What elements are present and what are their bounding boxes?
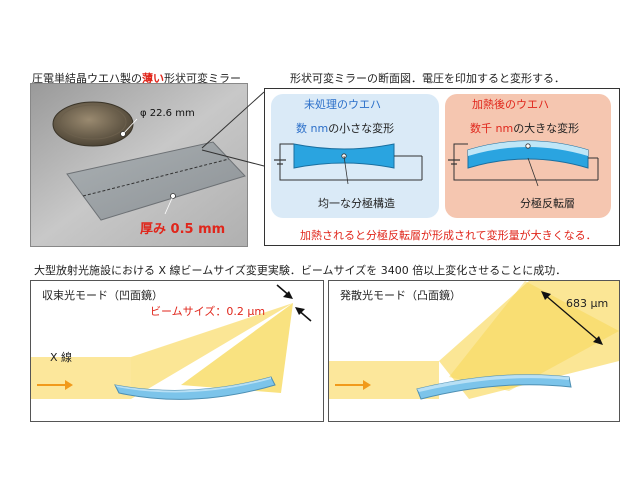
- summary-text: 加熱されると分極反転層が形成されて変形量が大きくなる．: [300, 229, 597, 242]
- experiment-caption: 大型放射光施設における X 線ビームサイズ変更実験．ビームサイズを 3400 倍…: [34, 264, 567, 277]
- mirror-photo: [30, 83, 248, 247]
- thickness-label: 厚み 0.5 mm: [140, 222, 226, 237]
- diverging-title: 発散光モード（凸面鏡）: [340, 289, 461, 302]
- xray-label: X 線: [50, 351, 73, 364]
- converging-diagram: [31, 284, 312, 400]
- diverging-section: [328, 280, 620, 422]
- heated-deform-num: 数千 nm: [470, 122, 514, 135]
- untreated-title: 未処理のウエハ: [304, 98, 381, 111]
- photo-caption: 圧電単結晶ウエハ製の薄い形状可変ミラー: [32, 70, 241, 86]
- coin-shape: [52, 101, 134, 147]
- heated-note: 分極反転層: [520, 197, 575, 210]
- section-caption: 形状可変ミラーの断面図．電圧を印加すると変形する．: [290, 72, 565, 85]
- coin-diameter-label: φ 22.6 mm: [140, 108, 195, 119]
- untreated-note: 均一な分極構造: [318, 197, 395, 210]
- diverging-size-label: 683 μm: [566, 297, 609, 310]
- diverging-diagram: [329, 281, 619, 400]
- converging-section: [30, 280, 324, 422]
- untreated-deform-num: 数 nm: [296, 122, 329, 135]
- zoom-connector: [201, 91, 265, 167]
- converging-title: 収束光モード（凹面鏡）: [42, 289, 163, 302]
- heated-deform-text: の大きな変形: [513, 122, 580, 135]
- photo-caption-emph: 薄い: [142, 72, 164, 85]
- wafer-plate: [66, 141, 246, 221]
- heated-wafer-diagram: [448, 140, 599, 187]
- beam-size-label: ビームサイズ：0.2 μm: [150, 305, 266, 318]
- photo-caption-pre: 圧電単結晶ウエハ製の: [32, 72, 142, 85]
- heated-title: 加熱後のウエハ: [472, 98, 549, 111]
- photo-caption-post: 形状可変ミラー: [164, 72, 241, 85]
- untreated-wafer-diagram: [274, 143, 423, 185]
- untreated-deform-text: の小さな変形: [328, 122, 395, 135]
- heated-deform: 数千 nmの大きな変形: [470, 120, 579, 136]
- untreated-deform: 数 nmの小さな変形: [296, 120, 394, 136]
